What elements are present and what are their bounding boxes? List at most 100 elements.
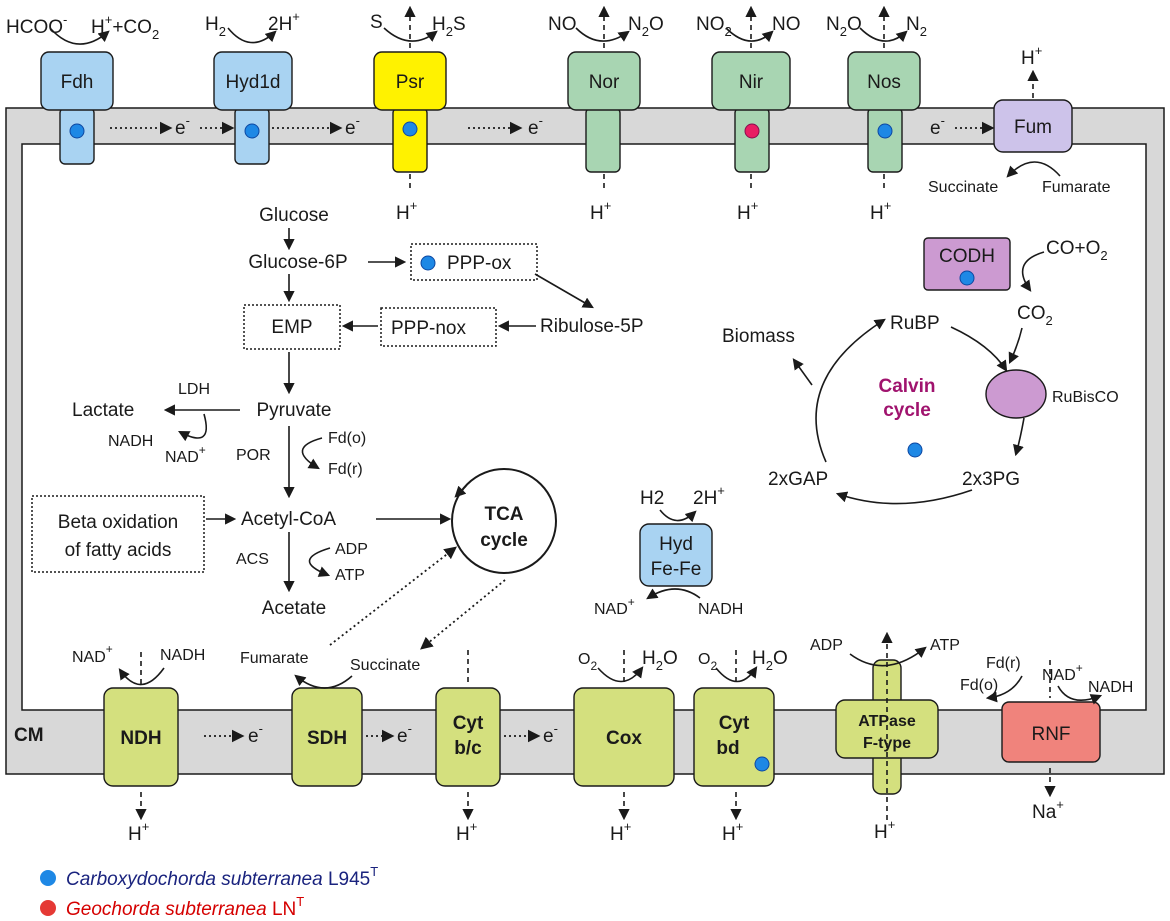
nir-product: NO [772, 14, 801, 35]
gap-label: 2xGAP [768, 469, 828, 490]
sdh-fumarate: Fumarate [240, 650, 309, 667]
carboxydochorda-marker [877, 123, 893, 139]
svg-text:e-: e- [175, 113, 190, 139]
hyd1d-label: Hyd1d [226, 72, 281, 93]
legend-carboxydochorda: Carboxydochorda subterranea L945T [66, 864, 378, 890]
membrane-label: CM [14, 725, 44, 746]
atpase-atp: ATP [930, 637, 960, 654]
cox-product: H2O [642, 648, 678, 673]
hyd1d-substrate: H2 [205, 14, 226, 39]
cyt-bd-label-1: Cyt [719, 713, 750, 734]
pyruvate-label: Pyruvate [257, 400, 332, 421]
fdh-protein: Fdh HCOO- H++CO2 [6, 12, 159, 165]
sdh-succinate: Succinate [350, 657, 420, 674]
psr-protein: Psr S H2S H+ [370, 5, 466, 224]
svg-text:e-: e- [930, 113, 945, 139]
carboxydochorda-marker [907, 442, 923, 458]
nos-protein: Nos N2O N2 H+ [826, 5, 927, 224]
lactate-nadh: NADH [108, 433, 153, 450]
acs-adp: ADP [335, 541, 368, 558]
atpase-proton: H+ [874, 817, 895, 843]
rnf-fd-o: Fd(o) [960, 677, 998, 694]
cyt-bd-protein: Cyt bd O2 H2O H+ [693, 648, 788, 845]
ndh-product: NADH [160, 647, 205, 664]
cyt-bc-proton: H+ [456, 819, 477, 845]
hyd-fefe-2h: 2H+ [693, 483, 725, 509]
fum-substrate: Fumarate [1042, 179, 1111, 196]
fdh-product: H++CO2 [91, 12, 159, 42]
beta-oxidation-label-2: of fatty acids [65, 540, 172, 561]
cyt-bc-label-1: Cyt [453, 713, 484, 734]
cox-label: Cox [606, 728, 642, 749]
cyt-bc-protein: Cyt b/c H+ [435, 650, 501, 845]
cell-membrane: CM [5, 107, 1165, 775]
bottom-electron-flow: e- e- e- [204, 721, 558, 747]
psr-substrate: S [370, 12, 383, 33]
cox-proton: H+ [610, 819, 631, 845]
hyd1d-protein: Hyd1d H2 2H+ [205, 9, 300, 165]
hyd-fefe-nadh: NADH [698, 601, 743, 618]
nor-label: Nor [589, 72, 620, 93]
nor-product: N2O [628, 14, 664, 39]
nor-protein: Nor NO N2O H+ [548, 5, 664, 224]
sdh-protein: SDH Fumarate Succinate [240, 650, 420, 787]
cyt-bc-label-2: b/c [454, 738, 482, 759]
ndh-substrate: NAD+ [72, 642, 113, 666]
lactate-nad: NAD+ [165, 443, 206, 466]
fdh-substrate: HCOO- [6, 12, 67, 38]
beta-oxidation-label-1: Beta oxidation [58, 512, 178, 533]
svg-text:e-: e- [543, 721, 558, 747]
lactate-label: Lactate [72, 400, 134, 421]
atpase-adp: ADP [810, 637, 843, 654]
calvin-title-1: Calvin [878, 376, 935, 397]
rnf-fd-r: Fd(r) [986, 655, 1021, 672]
emp-label: EMP [271, 317, 312, 338]
rubisco-enzyme [985, 369, 1047, 419]
por-label: POR [236, 447, 271, 464]
acetyl-coa-node: Beta oxidation of fatty acids Acetyl-CoA… [31, 495, 452, 619]
hyd1d-product: 2H+ [268, 9, 300, 35]
calvin-title-2: cycle [883, 400, 931, 421]
tca-label-1: TCA [484, 504, 523, 525]
por-fd-o: Fd(o) [328, 430, 366, 447]
cox-protein: Cox O2 H2O H+ [573, 648, 678, 845]
por-fd-r: Fd(r) [328, 461, 363, 478]
rnf-nadh: NADH [1088, 679, 1133, 696]
fum-protein: Fum H+ Succinate Fumarate [928, 43, 1111, 196]
hyd-fefe-label-2: Fe-Fe [651, 559, 702, 580]
sdh-label: SDH [307, 728, 347, 749]
hyd-fefe-protein: Hyd Fe-Fe H2 2H+ NAD+ NADH [594, 483, 743, 618]
acs-label: ACS [236, 551, 269, 568]
rubisco-label: RuBisCO [1052, 389, 1119, 406]
carboxydochorda-marker [959, 270, 975, 286]
fum-proton: H+ [1021, 43, 1042, 69]
svg-text:e-: e- [345, 113, 360, 139]
svg-text:e-: e- [528, 113, 543, 139]
rnf-protein: RNF Fd(o) Fd(r) NAD+ NADH Na+ [960, 655, 1133, 823]
ndh-label: NDH [120, 728, 161, 749]
carboxydochorda-marker [402, 121, 418, 137]
ldh-label: LDH [178, 381, 210, 398]
legend: Carboxydochorda subterranea L945T Geocho… [40, 864, 378, 920]
nos-label: Nos [867, 72, 901, 93]
tca-cycle: TCA cycle [329, 468, 557, 650]
ppp-ox-label: PPP-ox [447, 253, 512, 274]
codh-label: CODH [939, 246, 995, 267]
cyt-bd-proton: H+ [722, 819, 743, 845]
fdh-label: Fdh [61, 72, 94, 93]
hyd-fefe-label-1: Hyd [659, 534, 693, 555]
rubp-label: RuBP [890, 313, 940, 334]
carboxydochorda-marker [69, 123, 85, 139]
carboxydochorda-marker [420, 255, 436, 271]
geochorda-marker [744, 123, 760, 139]
biomass-label: Biomass [722, 326, 795, 347]
glucose-label: Glucose [259, 205, 329, 226]
atpase-protein: ATPase F-type ADP ATP H+ [810, 631, 960, 843]
nir-protein: Nir NO2 NO H+ [696, 5, 801, 224]
lactate-branch: LDH Lactate NADH NAD+ [72, 381, 240, 466]
ndh-proton: H+ [128, 819, 149, 845]
ndh-protein: NDH NAD+ NADH H+ [72, 642, 205, 845]
legend-geochorda: Geochorda subterranea LNT [66, 894, 304, 920]
acs-atp: ATP [335, 567, 365, 584]
